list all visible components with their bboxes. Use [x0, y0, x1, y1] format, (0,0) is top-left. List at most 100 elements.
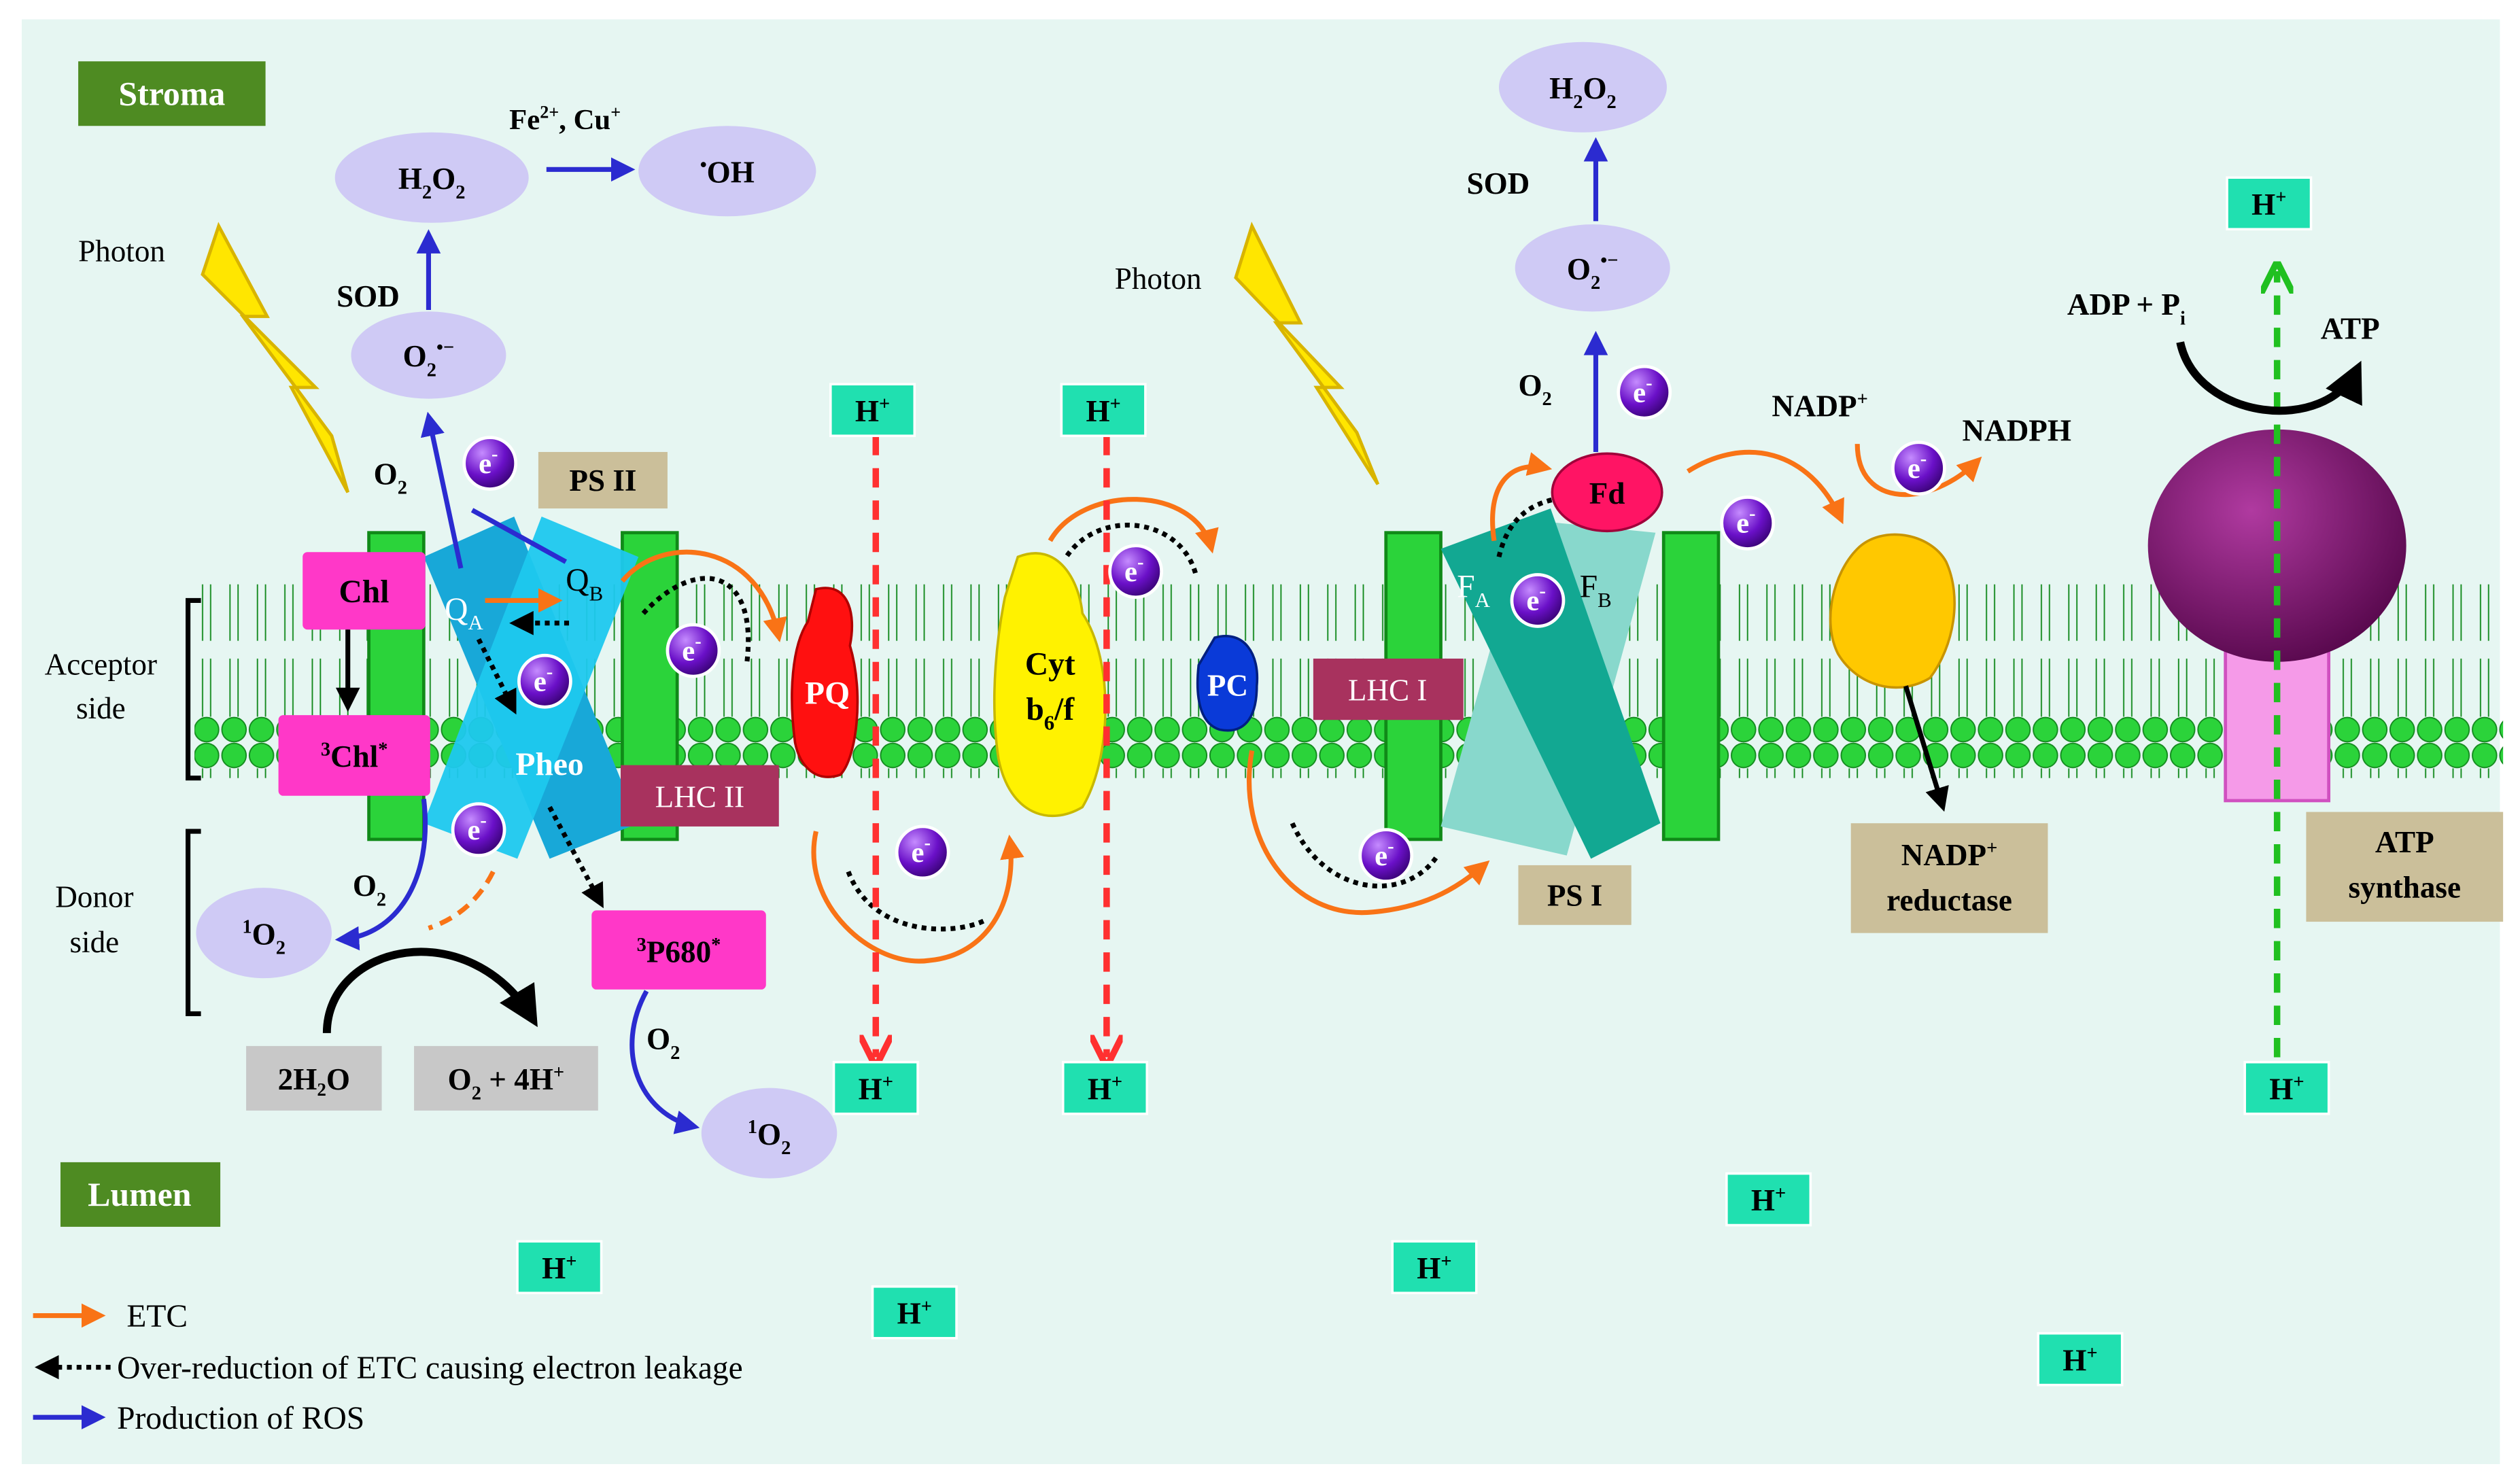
svg-text:O2•−: O2•− — [1567, 250, 1619, 294]
nadp-label: NADP+ — [1772, 389, 1868, 423]
psi-tag: PS I — [1518, 865, 1632, 925]
psii-qb-ros-line — [470, 508, 568, 564]
cyt-b6f-complex: Cyt b6/f — [993, 552, 1107, 817]
svg-text:1O2: 1O2 — [242, 917, 286, 959]
lumen-tag: Lumen — [60, 1162, 221, 1227]
singlet-o2-donor: 1O2 — [196, 888, 332, 979]
fnr-pointer-arrow — [1903, 685, 1949, 812]
svg-text:NADP+: NADP+ — [1901, 837, 1998, 872]
electron-marker: e- — [666, 623, 721, 678]
electron-marker: e- — [895, 824, 950, 880]
proton-tags: H+ H+ H+ H+ H+ H+ H+ H+ H+ H+ H+ — [516, 176, 2330, 1387]
svg-text:e-: e- — [1908, 449, 1927, 485]
psii-superoxide-arrow — [420, 411, 464, 569]
svg-text:H2O2: H2O2 — [1549, 71, 1617, 113]
psi-psaa-protein — [1440, 508, 1661, 859]
qb-pq-leak-path — [641, 576, 751, 665]
svg-text:O2•−: O2•− — [403, 337, 455, 381]
adp-label: ADP + Pi — [2067, 288, 2186, 329]
proton-tag: H+ — [829, 383, 916, 437]
svg-text:side: side — [76, 691, 126, 725]
svg-text:e-: e- — [912, 833, 931, 869]
legend-leak-label: Over-reduction of ETC causing electron l… — [117, 1351, 743, 1386]
proton-tag: H+ — [1391, 1240, 1478, 1295]
svg-text:QA: QA — [445, 592, 483, 634]
svg-text:PC: PC — [1207, 669, 1248, 703]
pq-cyt-bottom-etc-arrow — [811, 831, 1024, 964]
pc-psi-leak-path — [1290, 822, 1440, 888]
svg-text:e-: e- — [682, 631, 701, 667]
atp-synthase-f1 — [2147, 429, 2406, 662]
lhcii-tag: LHC II — [621, 765, 779, 827]
donor-o2-label: O2 — [353, 869, 386, 910]
proton-tag: H+ — [871, 1285, 958, 1340]
svg-text:Pheo: Pheo — [515, 747, 583, 782]
svg-text:synthase: synthase — [2349, 870, 2461, 904]
pheo-label: Pheo — [515, 747, 583, 782]
svg-text:Stroma: Stroma — [118, 75, 225, 112]
svg-text:e-: e- — [479, 444, 498, 480]
svg-text:3P680*: 3P680* — [637, 935, 721, 969]
electron-markers: e-e-e-e-e-e-e-e-e-e-e- — [451, 364, 1946, 884]
svg-text:1O2: 1O2 — [748, 1117, 791, 1159]
lhci-tag: LHC I — [1313, 658, 1464, 720]
electron-marker: e- — [1108, 544, 1164, 600]
svg-text:PS I: PS I — [1547, 878, 1602, 912]
pheo-p680-leak-arrow — [547, 805, 604, 909]
svg-text:O2: O2 — [353, 869, 386, 910]
proton-tag: H+ — [1061, 1060, 1149, 1115]
qa-label: QA — [445, 592, 483, 634]
svg-text:H+: H+ — [1088, 1072, 1122, 1107]
water-splitting-arrow — [322, 948, 538, 1033]
electron-marker: e- — [517, 653, 572, 709]
p680-box: 3P680* — [591, 910, 766, 990]
pc-carrier: PC — [1196, 635, 1259, 732]
stroma-tag: Stroma — [78, 61, 266, 126]
cyt-top-leak-path — [1064, 522, 1198, 574]
svg-text:LHC I: LHC I — [1348, 674, 1428, 708]
svg-text:O2: O2 — [646, 1022, 680, 1064]
psii-tag: PS II — [538, 451, 668, 509]
svg-text:FA: FA — [1457, 570, 1490, 612]
svg-text:ATP: ATP — [2375, 825, 2434, 859]
atp-synthase-tag: ATP synthase — [2306, 812, 2504, 922]
fnr-enzyme — [1829, 533, 1956, 689]
svg-text:H+: H+ — [859, 1072, 893, 1107]
hydroxyl-radical: •OH — [638, 126, 816, 217]
p680-singlet-o2-arrow — [629, 990, 700, 1134]
psii-o2-label: O2 — [374, 457, 407, 498]
svg-text:H+: H+ — [2251, 187, 2286, 222]
h2o2-psi: H2O2 — [1498, 41, 1667, 133]
svg-text:O2: O2 — [1518, 368, 1551, 410]
electron-marker: e- — [1720, 496, 1776, 551]
svg-text:H+: H+ — [542, 1251, 576, 1285]
lightning-icon-psi — [1234, 222, 1380, 485]
svg-text:H+: H+ — [2062, 1343, 2097, 1378]
svg-text:ADP + Pi: ADP + Pi — [2067, 288, 2186, 329]
superoxide-psi: O2•− — [1515, 224, 1670, 312]
qa-pheo-leak-arrow — [476, 638, 517, 715]
nadp-reduction-arrow — [1854, 444, 1982, 498]
svg-text:e-: e- — [1124, 552, 1143, 588]
svg-text:Photon: Photon — [78, 234, 165, 268]
svg-text:reductase: reductase — [1886, 883, 2012, 917]
svg-text:•OH: •OH — [700, 155, 755, 190]
pq-carrier: PQ — [791, 587, 859, 778]
fd-to-fnr-etc-arrow — [1686, 449, 1844, 525]
legend-etc-label: ETC — [126, 1299, 188, 1334]
svg-text:H+: H+ — [897, 1296, 932, 1331]
water-to-psii-dashed — [428, 870, 496, 931]
svg-text:LHC II: LHC II — [655, 780, 745, 814]
svg-text:H2O2: H2O2 — [398, 162, 466, 203]
svg-text:H+: H+ — [1086, 394, 1120, 428]
psi-o2-label: O2 — [1518, 368, 1551, 410]
proton-tag: H+ — [1725, 1172, 1812, 1227]
electron-marker: e- — [1891, 440, 1946, 496]
h2o2-psii: H2O2 — [334, 132, 529, 223]
fa-label: FA — [1457, 570, 1490, 612]
electron-marker: e- — [1617, 364, 1672, 420]
superoxide-psii: O2•− — [351, 311, 506, 399]
svg-text:side: side — [70, 925, 120, 959]
proton-tag: H+ — [2243, 1060, 2330, 1115]
